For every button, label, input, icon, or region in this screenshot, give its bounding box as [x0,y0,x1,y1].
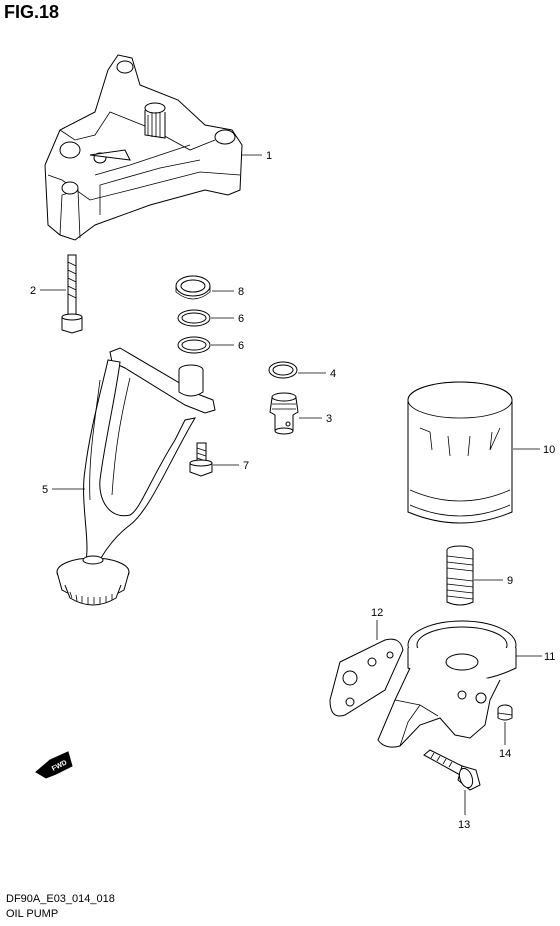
part-5-oil-strainer [56,347,216,606]
part-11-filter-bracket [377,620,517,748]
callout-5: 5 [42,484,48,496]
part-4-gasket [268,361,298,379]
callout-7: 7 [243,460,249,472]
part-3-union-fitting [269,392,299,435]
callout-4: 4 [330,368,336,380]
callout-6-lower: 6 [238,340,244,352]
figure-name: OIL PUMP [6,908,59,920]
part-1-oil-pump-housing [44,54,243,241]
part-14-plug [497,704,513,721]
part-8-o-ring [175,275,211,300]
callout-13: 13 [458,819,470,831]
figure-code: DF90A_E03_014_018 [6,893,115,905]
fwd-arrow-icon: FWD [35,751,73,779]
callout-10: 10 [543,444,555,456]
callout-6-upper: 6 [238,313,244,325]
callout-14: 14 [499,748,511,760]
part-6-washer-upper [177,309,211,327]
callout-1: 1 [266,150,272,162]
callout-3: 3 [326,413,332,425]
part-13-bolt [423,749,481,791]
part-6-washer-lower [177,336,211,354]
part-2-bolt [61,254,83,334]
part-9-nipple [446,545,474,606]
figure-title: FIG.18 [4,2,60,22]
part-10-oil-filter [407,381,513,524]
part-7-bolt [189,442,213,477]
callout-11: 11 [544,651,555,663]
part-12-gasket [329,638,404,717]
callout-2: 2 [30,285,36,297]
callout-8: 8 [238,286,244,298]
callout-9: 9 [507,575,513,587]
callout-12: 12 [371,607,383,619]
